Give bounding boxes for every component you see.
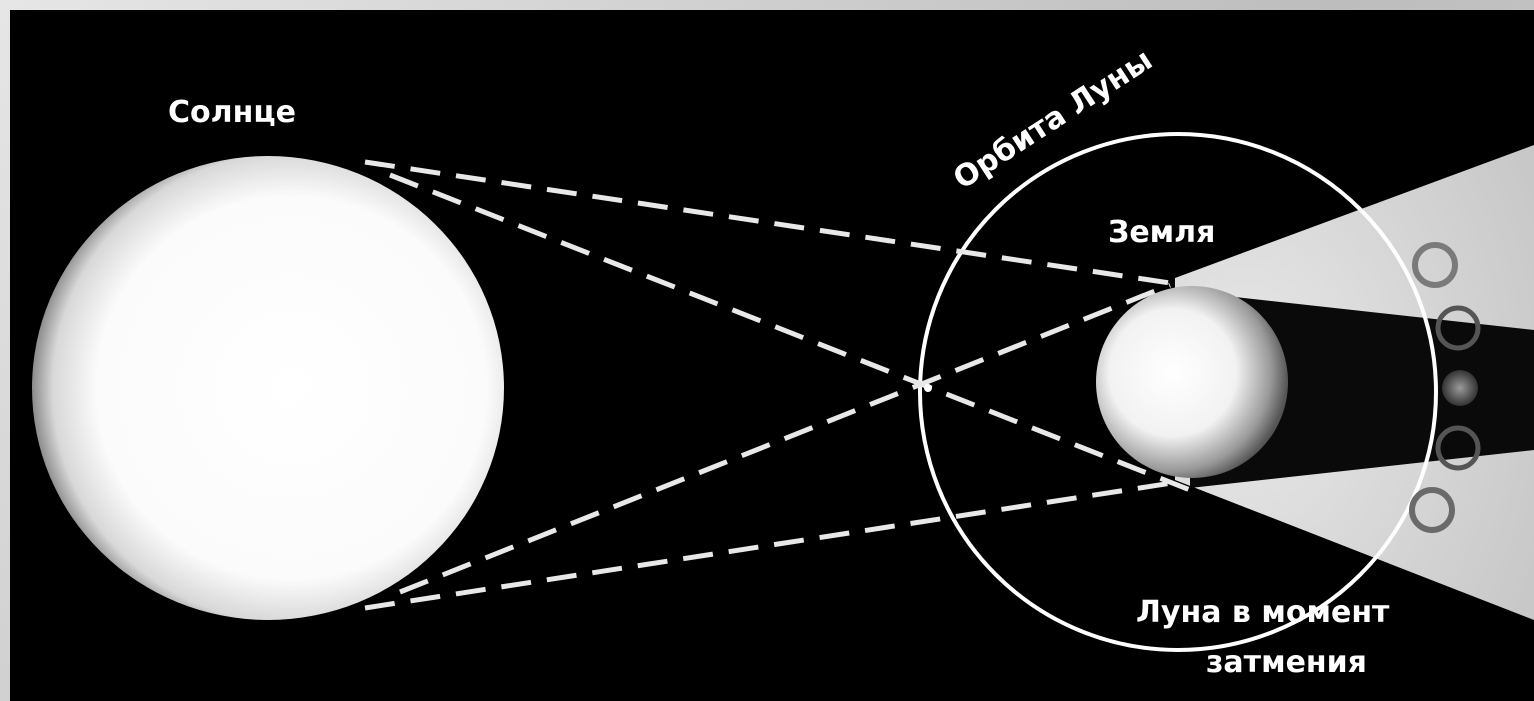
lunar-eclipse-diagram: Солнце Орбита Луны Земля Луна в момент з… xyxy=(10,10,1534,701)
diagram-canvas: Солнце Орбита Луны Земля Луна в момент з… xyxy=(10,10,1534,701)
inner-tangent-down xyxy=(390,175,1190,490)
sun-label: Солнце xyxy=(168,95,296,130)
moon-eclipse-label-line1: Луна в момент xyxy=(1136,595,1390,630)
sun xyxy=(32,156,504,620)
earth-label: Земля xyxy=(1108,215,1215,250)
moon-position-3 xyxy=(1442,370,1478,406)
crossing-point xyxy=(924,384,932,392)
outer-tangent-bottom xyxy=(365,483,1172,608)
earth xyxy=(1096,286,1288,478)
moon-eclipse-label-line2: затмения xyxy=(1206,645,1367,680)
moon-orbit-label: Орбита Луны xyxy=(947,42,1158,196)
outer-tangent-top xyxy=(365,162,1170,283)
